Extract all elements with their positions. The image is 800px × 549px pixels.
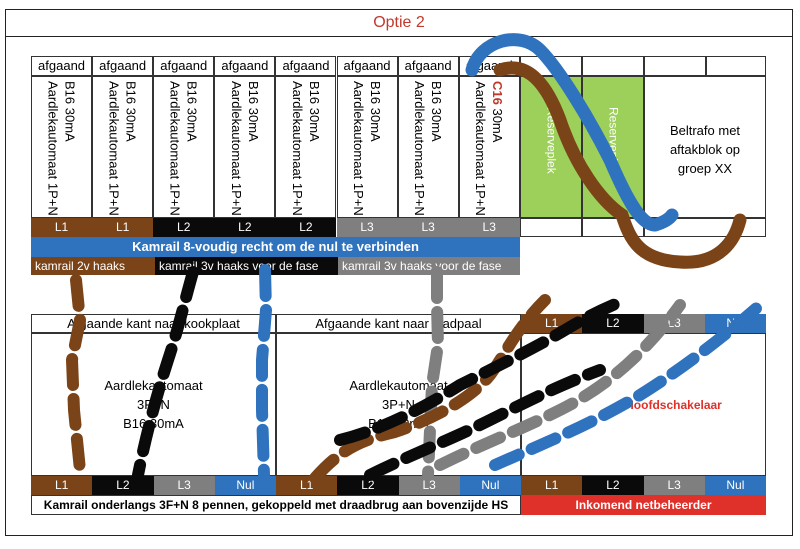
bottom-kamrail-label: Kamrail onderlangs 3F+N 8 pennen, gekopp… — [43, 498, 509, 512]
hoofdschakelaar-label: Hoofdschakelaar — [625, 398, 722, 412]
bottom-left-phase-nul: Nul — [214, 476, 276, 495]
reserve-phase-2 — [582, 218, 644, 237]
bottom-mid-spec2: B16 30mA — [368, 416, 429, 431]
bottom-mid-body: Aardlekautomaat 3P+N B16 30mA — [276, 333, 521, 476]
breaker-6-phase: L3 — [336, 218, 398, 237]
bottom-right-top-phase-l1: L1 — [521, 314, 583, 333]
breaker-3-rating: B16 30mA — [184, 81, 200, 142]
breaker-3-type: Aardlekautomaat 1P+N — [167, 81, 183, 216]
breaker-4-phase: L2 — [214, 218, 276, 237]
beltrafo-label: Beltrafo met aftakblok op groep XX — [669, 123, 741, 176]
breaker-8-rating-highlight: C16 — [490, 81, 506, 105]
breaker-header-8: afgaand — [458, 56, 520, 76]
breaker-2-rating: B16 30mA — [123, 81, 139, 142]
breaker-4-type: Aardlekautomaat 1P+N — [228, 81, 244, 216]
breaker-header-6: afgaand — [336, 56, 398, 76]
beltrafo-cell: Beltrafo met aftakblok op groep XX — [644, 76, 766, 218]
bottom-right-top-phase-l3: L3 — [643, 314, 705, 333]
reserve-slot-2: Reserveplek — [582, 76, 644, 218]
bottom-mid-header-label: Afgaande kant naar laadpaal — [315, 316, 482, 331]
bottom-mid-phase-l2: L2 — [337, 476, 399, 495]
bottom-mid-header: Afgaande kant naar laadpaal — [276, 314, 521, 333]
breaker-7-phase: L3 — [397, 218, 459, 237]
bottom-mid-device: Aardlekautomaat — [349, 378, 448, 393]
diagram-title: Optie 2 — [5, 9, 793, 37]
breaker-6-rating: B16 30mA — [368, 81, 384, 142]
bottom-left-phase-l1: L1 — [31, 476, 93, 495]
breaker-5-phase: L2 — [275, 218, 337, 237]
beltrafo-header-2 — [706, 56, 766, 76]
reserve-header-1 — [520, 56, 582, 76]
bottom-right-phase-l2: L2 — [582, 476, 644, 495]
breaker-5-rating: B16 30mA — [306, 81, 322, 142]
breaker-3-phase: L2 — [153, 218, 215, 237]
reserve-header-2 — [582, 56, 644, 76]
breaker-header-2: afgaand — [92, 56, 154, 76]
reserve-phase-1 — [520, 218, 582, 237]
breaker-header-7: afgaand — [397, 56, 459, 76]
breaker-7-rating: B16 30mA — [429, 81, 445, 142]
bottom-right-top-phase-l2: L2 — [582, 314, 644, 333]
breaker-1-type: Aardlekautomaat 1P+N — [45, 81, 61, 216]
reserve-slot-1: Reserveplek — [520, 76, 582, 218]
bottom-left-spec2: B16 30mA — [123, 416, 184, 431]
breaker-8-rating-rest: 30mA — [490, 104, 506, 143]
breaker-1-rating: B16 30mA — [62, 81, 78, 142]
bottom-right-body: Hoofdschakelaar — [521, 333, 766, 476]
kamrail-blue-bar: Kamrail 8-voudig recht om de nul te verb… — [31, 237, 520, 257]
beltrafo-phase — [644, 218, 766, 237]
breaker-8-type: Aardlekautomaat 1P+N — [473, 81, 489, 216]
bottom-right-phase-l1: L1 — [521, 476, 583, 495]
bottom-kamrail-bar: Kamrail onderlangs 3F+N 8 pennen, gekopp… — [31, 495, 521, 515]
kamrail-segment-grey: kamrail 3v haaks voor de fase — [338, 257, 520, 275]
bottom-mid-spec1: 3P+N — [382, 397, 415, 412]
breaker-header-3: afgaand — [153, 56, 215, 76]
reserve-slot-1-label: Reserveplek — [544, 107, 559, 174]
kamrail-segment-brown: kamrail 2v haaks — [31, 257, 155, 275]
diagram-frame — [5, 9, 793, 536]
incoming-net-bar: Inkomend netbeheerder — [521, 495, 766, 515]
bottom-left-spec1: 3P+N — [137, 397, 170, 412]
bottom-left-header: Afgaande kant naar kookplaat — [31, 314, 276, 333]
bottom-mid-phase-l3: L3 — [398, 476, 460, 495]
bottom-left-header-label: Afgaande kant naar kookplaat — [67, 316, 240, 331]
breaker-2-type: Aardlekautomaat 1P+N — [106, 81, 122, 216]
bottom-right-phase-l3: L3 — [643, 476, 705, 495]
bottom-mid-phase-nul: Nul — [459, 476, 521, 495]
breaker-4-rating: B16 30mA — [245, 81, 261, 142]
bottom-right-phase-nul: Nul — [704, 476, 766, 495]
breaker-8-phase: L3 — [458, 218, 520, 237]
breaker-header-4: afgaand — [214, 56, 276, 76]
beltrafo-header-1 — [644, 56, 706, 76]
breaker-header-5: afgaand — [275, 56, 337, 76]
bottom-left-phase-l3: L3 — [153, 476, 215, 495]
reserve-slot-2-label: Reserveplek — [606, 107, 621, 174]
breaker-2-phase: L1 — [92, 218, 154, 237]
breaker-8-rating: C16 30mA — [489, 77, 506, 217]
kamrail-segment-black: kamrail 3v haaks voor de fase — [155, 257, 338, 275]
breaker-1-phase: L1 — [31, 218, 93, 237]
bottom-right-top-phase-nul: Nul — [704, 314, 766, 333]
bottom-mid-phase-l1: L1 — [276, 476, 338, 495]
bottom-left-body: Aardlekautomaat 3P+N B16 30mA — [31, 333, 276, 476]
breaker-5-type: Aardlekautomaat 1P+N — [289, 81, 305, 216]
bottom-left-device: Aardlekautomaat — [104, 378, 203, 393]
breaker-header-1: afgaand — [31, 56, 93, 76]
bottom-left-phase-l2: L2 — [92, 476, 154, 495]
breaker-6-type: Aardlekautomaat 1P+N — [351, 81, 367, 216]
breaker-7-type: Aardlekautomaat 1P+N — [412, 81, 428, 216]
